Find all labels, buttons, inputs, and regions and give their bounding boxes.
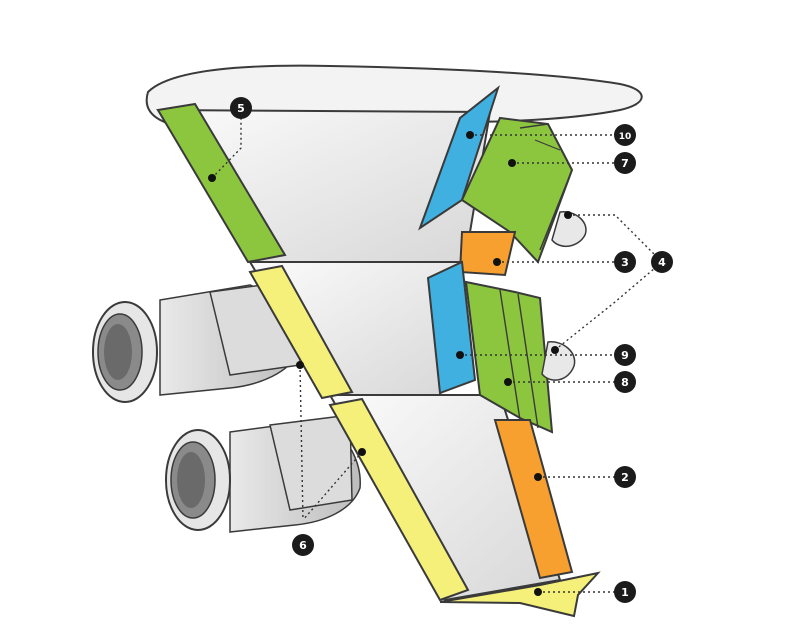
aileron-3 (458, 231, 517, 277)
callout-1: 1 (614, 581, 636, 603)
flap-track-fairing-lower (541, 341, 576, 381)
callout-2: 2 (614, 466, 636, 488)
callout-3-label: 3 (621, 256, 629, 269)
callout-8-label: 8 (621, 376, 629, 389)
callout-7-label: 7 (621, 157, 629, 170)
lower-engine (165, 414, 361, 533)
aileron-2 (493, 419, 574, 580)
callout-8: 8 (614, 371, 636, 393)
callout-10: 10 (614, 124, 636, 146)
slat-inboard-6 (248, 264, 354, 400)
spoiler-9 (426, 260, 477, 395)
callout-9: 9 (614, 344, 636, 366)
callout-2-label: 2 (621, 471, 629, 484)
callout-1-label: 1 (621, 586, 629, 599)
callout-3: 3 (614, 251, 636, 273)
callout-7: 7 (614, 152, 636, 174)
callout-10-label: 10 (619, 132, 632, 142)
callout-9-label: 9 (621, 349, 629, 362)
callout-4-label: 4 (658, 256, 666, 269)
anchor-dots (208, 131, 572, 596)
krueger-flap-5 (156, 102, 287, 264)
callout-6: 6 (292, 534, 314, 556)
wingtip-1 (439, 571, 601, 618)
callout-4: 4 (651, 251, 673, 273)
callout-5: 5 (230, 97, 252, 119)
spoiler-10 (418, 85, 500, 231)
flap-track-fairing-upper (551, 211, 587, 247)
flap-8 (464, 280, 554, 434)
leader-lines (211, 112, 663, 593)
callout-5-label: 5 (237, 102, 245, 115)
callout-6-label: 6 (299, 539, 307, 552)
